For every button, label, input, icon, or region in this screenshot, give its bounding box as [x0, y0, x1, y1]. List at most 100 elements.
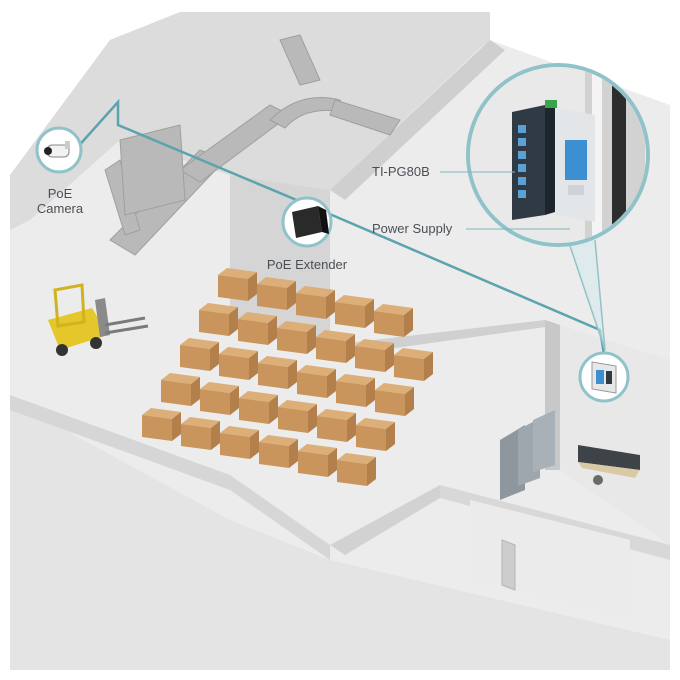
storage-box	[268, 316, 277, 345]
storage-box	[326, 290, 335, 319]
power-supply-device	[556, 108, 595, 222]
storage-box	[278, 400, 317, 411]
storage-box	[317, 416, 347, 442]
storage-box	[336, 381, 366, 407]
storage-box	[337, 453, 376, 464]
storage-box	[297, 365, 336, 376]
storage-box	[424, 352, 433, 381]
interior-walls	[10, 40, 670, 620]
storage-box	[386, 422, 395, 451]
storage-box	[259, 442, 289, 468]
zoom-callout	[466, 63, 650, 247]
storage-box	[316, 337, 346, 363]
storage-box	[287, 281, 296, 310]
storage-box	[317, 409, 356, 420]
storage-box	[257, 277, 296, 288]
storage-box	[199, 303, 238, 314]
storage-box	[346, 334, 355, 363]
storage-box	[336, 374, 375, 385]
storage-box	[298, 451, 328, 477]
power-supply-label: Power Supply	[372, 221, 453, 236]
storage-box	[249, 351, 258, 380]
storage-box	[355, 346, 385, 372]
storage-box	[219, 347, 258, 358]
storage-box	[355, 339, 394, 350]
camera-label: PoE Camera	[20, 186, 100, 216]
storage-box	[239, 391, 278, 402]
camera-label-line2: Camera	[36, 201, 84, 216]
storage-box	[161, 373, 200, 384]
forklift	[48, 283, 149, 356]
storage-box	[248, 272, 257, 301]
control-room	[500, 410, 640, 591]
storage-box	[142, 415, 172, 441]
storage-box	[161, 380, 191, 406]
storage-box	[142, 408, 181, 419]
storage-box	[394, 355, 424, 381]
storage-box	[328, 448, 337, 477]
storage-box	[220, 426, 259, 437]
storage-box	[191, 377, 200, 406]
storage-box	[316, 330, 355, 341]
storage-box	[219, 354, 249, 380]
storage-box	[200, 389, 230, 415]
storage-box	[296, 286, 335, 297]
storage-box	[296, 293, 326, 319]
wall-cabinet-icon	[578, 351, 630, 403]
storage-box	[210, 342, 219, 371]
storage-box	[181, 417, 220, 428]
storage-box	[298, 444, 337, 455]
storage-box	[250, 430, 259, 459]
storage-box	[347, 413, 356, 442]
storage-box	[297, 372, 327, 398]
storage-box	[180, 345, 210, 371]
storage-box	[172, 412, 181, 441]
storage-box	[258, 363, 288, 389]
storage-box	[288, 360, 297, 389]
storage-box	[180, 338, 219, 349]
storage-box	[337, 460, 367, 486]
storage-box	[374, 304, 413, 315]
poe-extender-icon	[281, 196, 333, 248]
poe-camera-icon	[35, 126, 83, 174]
storage-box	[356, 425, 386, 451]
storage-box	[277, 321, 316, 332]
storage-box	[218, 275, 248, 301]
storage-box	[199, 310, 229, 336]
storage-box	[181, 424, 211, 450]
storage-box	[220, 433, 250, 459]
storage-box	[211, 421, 220, 450]
storage-box	[375, 390, 405, 416]
storage-box	[366, 378, 375, 407]
storage-box	[229, 307, 238, 336]
storage-box	[278, 407, 308, 433]
storage-box	[230, 386, 239, 415]
camera-label-line1: PoE	[47, 186, 73, 201]
storage-box	[404, 308, 413, 337]
storage-box	[239, 398, 269, 424]
switch-model-label: TI-PG80B	[372, 164, 430, 179]
storage-box	[356, 418, 395, 429]
storage-box	[335, 295, 374, 306]
storage-box	[394, 348, 433, 359]
storage-box	[200, 382, 239, 393]
storage-box	[238, 319, 268, 345]
storage-box	[327, 369, 336, 398]
switch-device	[512, 100, 557, 220]
storage-box	[258, 356, 297, 367]
extender-label: PoE Extender	[266, 257, 348, 272]
storage-box	[374, 311, 404, 337]
storage-box	[269, 395, 278, 424]
storage-box	[218, 268, 257, 279]
storage-box	[277, 328, 307, 354]
storage-box	[289, 439, 298, 468]
storage-box	[308, 404, 317, 433]
storage-box	[367, 457, 376, 486]
storage-box	[259, 435, 298, 446]
storage-box	[365, 299, 374, 328]
storage-boxes	[142, 268, 433, 486]
callout-pointer	[567, 239, 606, 351]
storage-box	[257, 284, 287, 310]
storage-box	[385, 343, 394, 372]
